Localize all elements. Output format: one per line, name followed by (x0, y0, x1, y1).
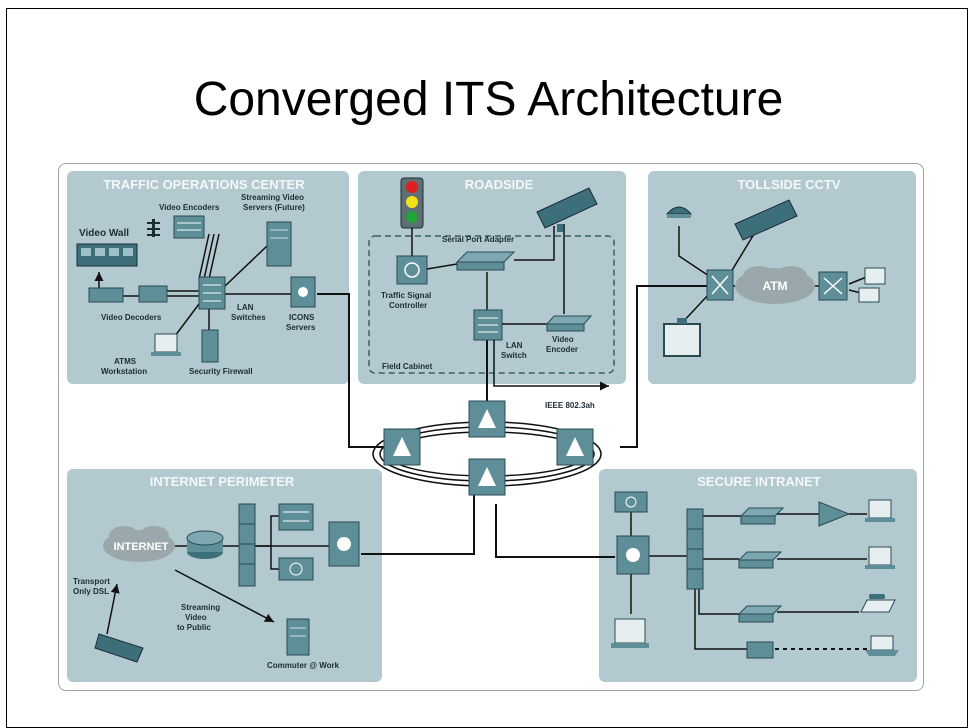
label-video-encoder-1: Video (552, 335, 574, 344)
ieee-arrow (493, 340, 609, 391)
label-field-cabinet: Field Cabinet (382, 362, 433, 371)
intranet-workstation-icon (611, 618, 649, 648)
label-tsc-1: Traffic Signal (381, 291, 431, 300)
perimeter-content-switch-icon (278, 503, 314, 531)
video-decoder-right-icon (138, 285, 168, 303)
label-commuter: Commuter @ Work (267, 661, 340, 670)
camera-roadside-icon (536, 187, 598, 232)
label-streaming-servers-1: Streaming Video (241, 193, 304, 202)
label-atm: ATM (762, 279, 787, 293)
label-lan-switch-1: LAN (506, 341, 523, 350)
perimeter-firewall-icon (238, 503, 256, 587)
video-wall-icon (76, 243, 138, 267)
intranet-router-1-icon (739, 507, 785, 525)
perimeter-vpn-icon (278, 557, 314, 581)
tollside-monitor-large-icon (663, 318, 701, 357)
perimeter-lines (175, 515, 329, 570)
intranet-firewall-icon (686, 508, 704, 590)
label-lan-switches-1: LAN (237, 303, 254, 312)
atm-cloud-icon (735, 266, 815, 304)
diagram-canvas: TRAFFIC OPERATIONS CENTER ROADSIDE TOLLS… (67, 171, 917, 682)
label-streaming-public-2: Video (185, 613, 207, 622)
intranet-laptop-icon (865, 635, 899, 656)
intranet-switch-icon (616, 535, 650, 575)
intranet-modem-icon (746, 641, 774, 659)
label-internet: INTERNET (114, 541, 169, 553)
label-serial-port-adapter: Serial Port Adapter (442, 235, 514, 244)
zone-intranet (599, 469, 917, 682)
label-video-encoders: Video Encoders (159, 203, 220, 212)
zone-title-roadside: ROADSIDE (465, 177, 534, 192)
label-transport-2: Only DSL (73, 587, 109, 596)
zone-title-tollside: TOLLSIDE CCTV (737, 177, 840, 192)
video-encoder-roadside-icon (545, 315, 593, 332)
backbone-switch-bottom (468, 458, 506, 496)
label-atms-2: Workstation (101, 367, 147, 376)
label-streaming-public-1: Streaming (181, 603, 220, 612)
atm-switch-left-icon (706, 269, 734, 301)
tollside-monitor-top-icon (864, 267, 886, 285)
traffic-signal-controller-icon (396, 255, 428, 285)
perimeter-switch-icon (328, 521, 360, 567)
label-tsc-2: Controller (389, 301, 427, 310)
label-streaming-servers-2: Servers (Future) (243, 203, 305, 212)
backbone-switch-right (556, 428, 594, 466)
intranet-router-3-icon (737, 605, 783, 623)
label-video-wall: Video Wall (79, 228, 129, 239)
label-lan-switches-2: Switches (231, 313, 266, 322)
page-title: Converged ITS Architecture (193, 73, 784, 126)
label-lan-switch-2: Switch (501, 351, 527, 360)
internet-cloud-icon (103, 526, 175, 562)
intranet-amplifier-icon (818, 501, 851, 527)
zone-title-toc: TRAFFIC OPERATIONS CENTER (103, 177, 305, 192)
streaming-public-arrow (174, 569, 275, 623)
icons-servers-icon (290, 276, 316, 308)
backbone-switch-left (383, 428, 421, 466)
streaming-servers-icon (266, 221, 292, 267)
field-cabinet-box (368, 235, 615, 374)
video-decoder-left-icon (88, 287, 124, 303)
roadside-lines (426, 224, 565, 325)
serial-port-adapter-icon (455, 251, 516, 271)
camera-tollside-icon (734, 199, 798, 241)
lan-switch-roadside-icon (473, 309, 503, 341)
backbone-switch-top (468, 400, 506, 438)
intranet-pc-1-icon (865, 499, 895, 522)
label-atms-1: ATMS (114, 357, 137, 366)
label-streaming-public-3: to Public (177, 623, 211, 632)
label-ieee: IEEE 802.3ah (545, 401, 595, 410)
video-encoders-icon (173, 215, 205, 239)
network-diagram: TRAFFIC OPERATIONS CENTER ROADSIDE TOLLS… (58, 163, 924, 691)
label-icons-2: Servers (286, 323, 316, 332)
transport-arrow (106, 583, 120, 635)
intranet-phone-icon (860, 594, 896, 613)
label-transport-1: Transport (73, 577, 110, 586)
intranet-lines (630, 512, 867, 650)
label-firewall: Security Firewall (189, 367, 253, 376)
zone-title-intranet: SECURE INTRANET (697, 474, 821, 489)
camera-perimeter-icon (94, 633, 144, 663)
tollside-monitor-bottom-icon (858, 287, 880, 303)
intranet-pc-2-icon (865, 546, 895, 569)
atms-workstation-icon (151, 333, 181, 356)
label-video-encoder-2: Encoder (546, 345, 578, 354)
intranet-router-2-icon (737, 551, 783, 569)
traffic-light-icon (400, 177, 424, 229)
label-video-decoders: Video Decoders (101, 313, 162, 322)
label-icons-1: ICONS (289, 313, 315, 322)
lan-switches-icon (198, 276, 226, 310)
zone-title-perimeter: INTERNET PERIMETER (150, 474, 295, 489)
commuter-server-icon (286, 618, 310, 656)
dome-camera-icon (665, 206, 693, 218)
router-icon (186, 530, 224, 559)
intranet-vpn-icon (614, 491, 648, 513)
atm-switch-right-icon (818, 271, 848, 301)
security-firewall-icon (201, 329, 219, 363)
input-arrows-icon (147, 219, 160, 237)
